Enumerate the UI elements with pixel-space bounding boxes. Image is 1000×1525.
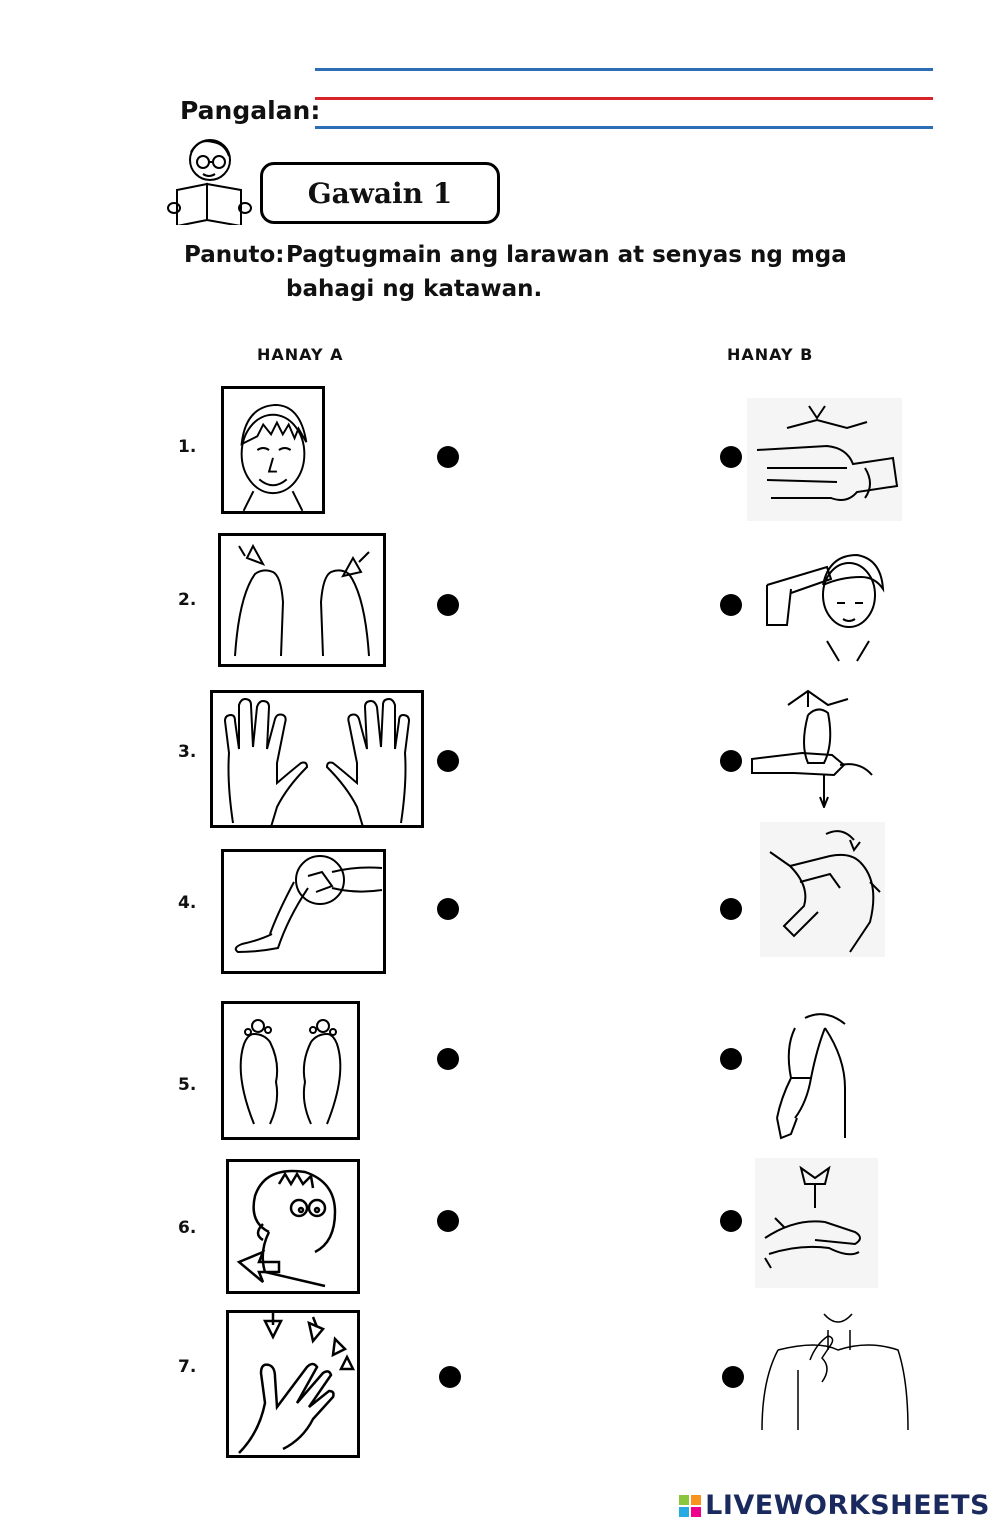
match-dot-left-2[interactable] (437, 594, 459, 616)
liveworksheets-logo: LIVEWORKSHEETS (679, 1490, 990, 1521)
item-number: 1. (178, 437, 197, 457)
sign-hands-crossed-icon (747, 398, 902, 521)
item-number: 4. (178, 893, 197, 913)
sign-touch-chin-icon (758, 1310, 918, 1435)
sign-shoulder-tap-icon (760, 822, 885, 957)
match-dot-right-7[interactable] (722, 1366, 744, 1388)
item-number: 5. (178, 1075, 197, 1095)
match-dot-left-1[interactable] (437, 446, 459, 468)
match-dot-right-5[interactable] (720, 1048, 742, 1070)
match-dot-left-4[interactable] (437, 898, 459, 920)
match-dot-left-5[interactable] (437, 1048, 459, 1070)
match-dot-right-1[interactable] (720, 446, 742, 468)
name-label: Pangalan: (180, 96, 321, 125)
instruction-line-2: bahagi ng katawan. (286, 276, 543, 302)
sign-touch-head-icon (757, 545, 895, 663)
activity-title: Gawain 1 (260, 162, 500, 224)
fingers-icon (226, 1310, 360, 1458)
match-dot-left-6[interactable] (437, 1210, 459, 1232)
reading-child-icon (165, 130, 260, 228)
face-icon (221, 386, 325, 514)
item-number: 3. (178, 742, 197, 762)
sign-hand-rub-icon (755, 1158, 878, 1288)
name-line-bottom (315, 126, 933, 129)
name-line-middle (315, 97, 933, 100)
neck-icon (226, 1159, 360, 1294)
match-dot-right-2[interactable] (720, 594, 742, 616)
knee-icon (221, 849, 386, 974)
match-dot-right-6[interactable] (720, 1210, 742, 1232)
instruction-label: Panuto: (184, 242, 285, 268)
column-a-heading: HANAY A (257, 345, 344, 364)
shoulders-icon (218, 533, 386, 667)
brand-name: LIVEWORKSHEETS (705, 1490, 990, 1521)
sign-arm-down-icon (765, 998, 880, 1143)
match-dot-right-4[interactable] (720, 898, 742, 920)
name-line-top (315, 68, 933, 71)
sign-fingers-wrist-icon (748, 685, 875, 808)
match-dot-left-3[interactable] (437, 750, 459, 772)
column-b-heading: HANAY B (727, 345, 814, 364)
instruction-line-1: Pagtugmain ang larawan at senyas ng mga (286, 242, 847, 268)
item-number: 7. (178, 1357, 197, 1377)
match-dot-right-3[interactable] (720, 750, 742, 772)
logo-mark-icon (679, 1494, 702, 1517)
hands-icon (210, 690, 424, 828)
item-number: 2. (178, 590, 197, 610)
item-number: 6. (178, 1218, 197, 1238)
name-input-area[interactable] (315, 70, 933, 126)
match-dot-left-7[interactable] (439, 1366, 461, 1388)
feet-icon (221, 1001, 360, 1140)
